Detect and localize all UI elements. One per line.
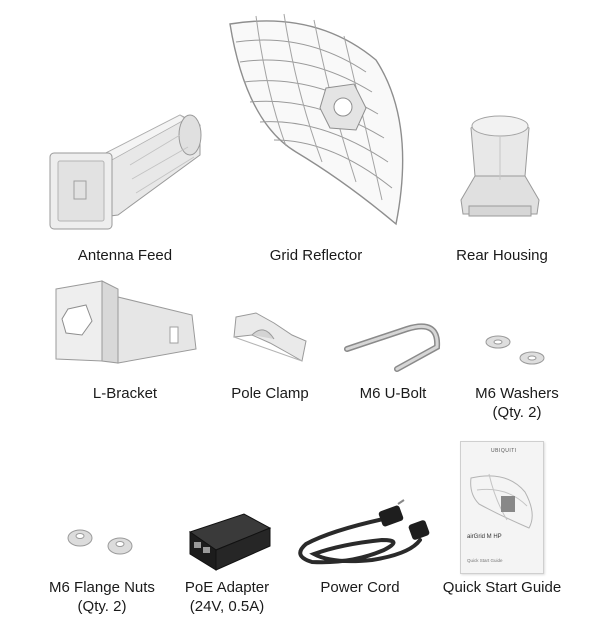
antenna-feed-image (49, 114, 202, 230)
item-label-flange-nuts: M6 Flange Nuts(Qty. 2) (49, 579, 155, 615)
item-label-quick-start-guide: Quick Start Guide (442, 579, 562, 596)
rear-housing-image (460, 115, 540, 217)
item-label-rear-housing: Rear Housing (456, 247, 548, 264)
item-label-washers: M6 Washers(Qty. 2) (475, 385, 559, 421)
item-label-l-bracket: L-Bracket (92, 385, 158, 402)
l-bracket-image (55, 280, 197, 364)
item-label-pole-clamp: Pole Clamp (231, 385, 309, 402)
pole-clamp-image (233, 312, 307, 362)
guide-grid-illustration (470, 473, 533, 529)
item-label-grid-reflector: Grid Reflector (269, 247, 363, 264)
item-label-u-bolt: M6 U-Bolt (359, 385, 427, 402)
item-label-poe-adapter: PoE Adapter(24V, 0.5A) (184, 579, 270, 615)
u-bolt-image (344, 323, 441, 372)
flange-nuts-image (67, 529, 133, 555)
power-cord-image (298, 499, 430, 565)
guide-product: airGrid M HP (467, 534, 502, 540)
poe-adapter-image (188, 513, 272, 571)
washers-image (485, 335, 545, 365)
guide-brand: UBIQUITI (491, 448, 517, 454)
guide-footer: Quick Start Guide (467, 558, 503, 563)
grid-reflector-image (229, 13, 404, 226)
item-label-power-cord: Power Cord (320, 579, 400, 596)
quick-start-guide-cover: UBIQUITI airGrid M HP Quick Start Guide (460, 441, 544, 574)
item-label-antenna-feed: Antenna Feed (77, 247, 173, 264)
